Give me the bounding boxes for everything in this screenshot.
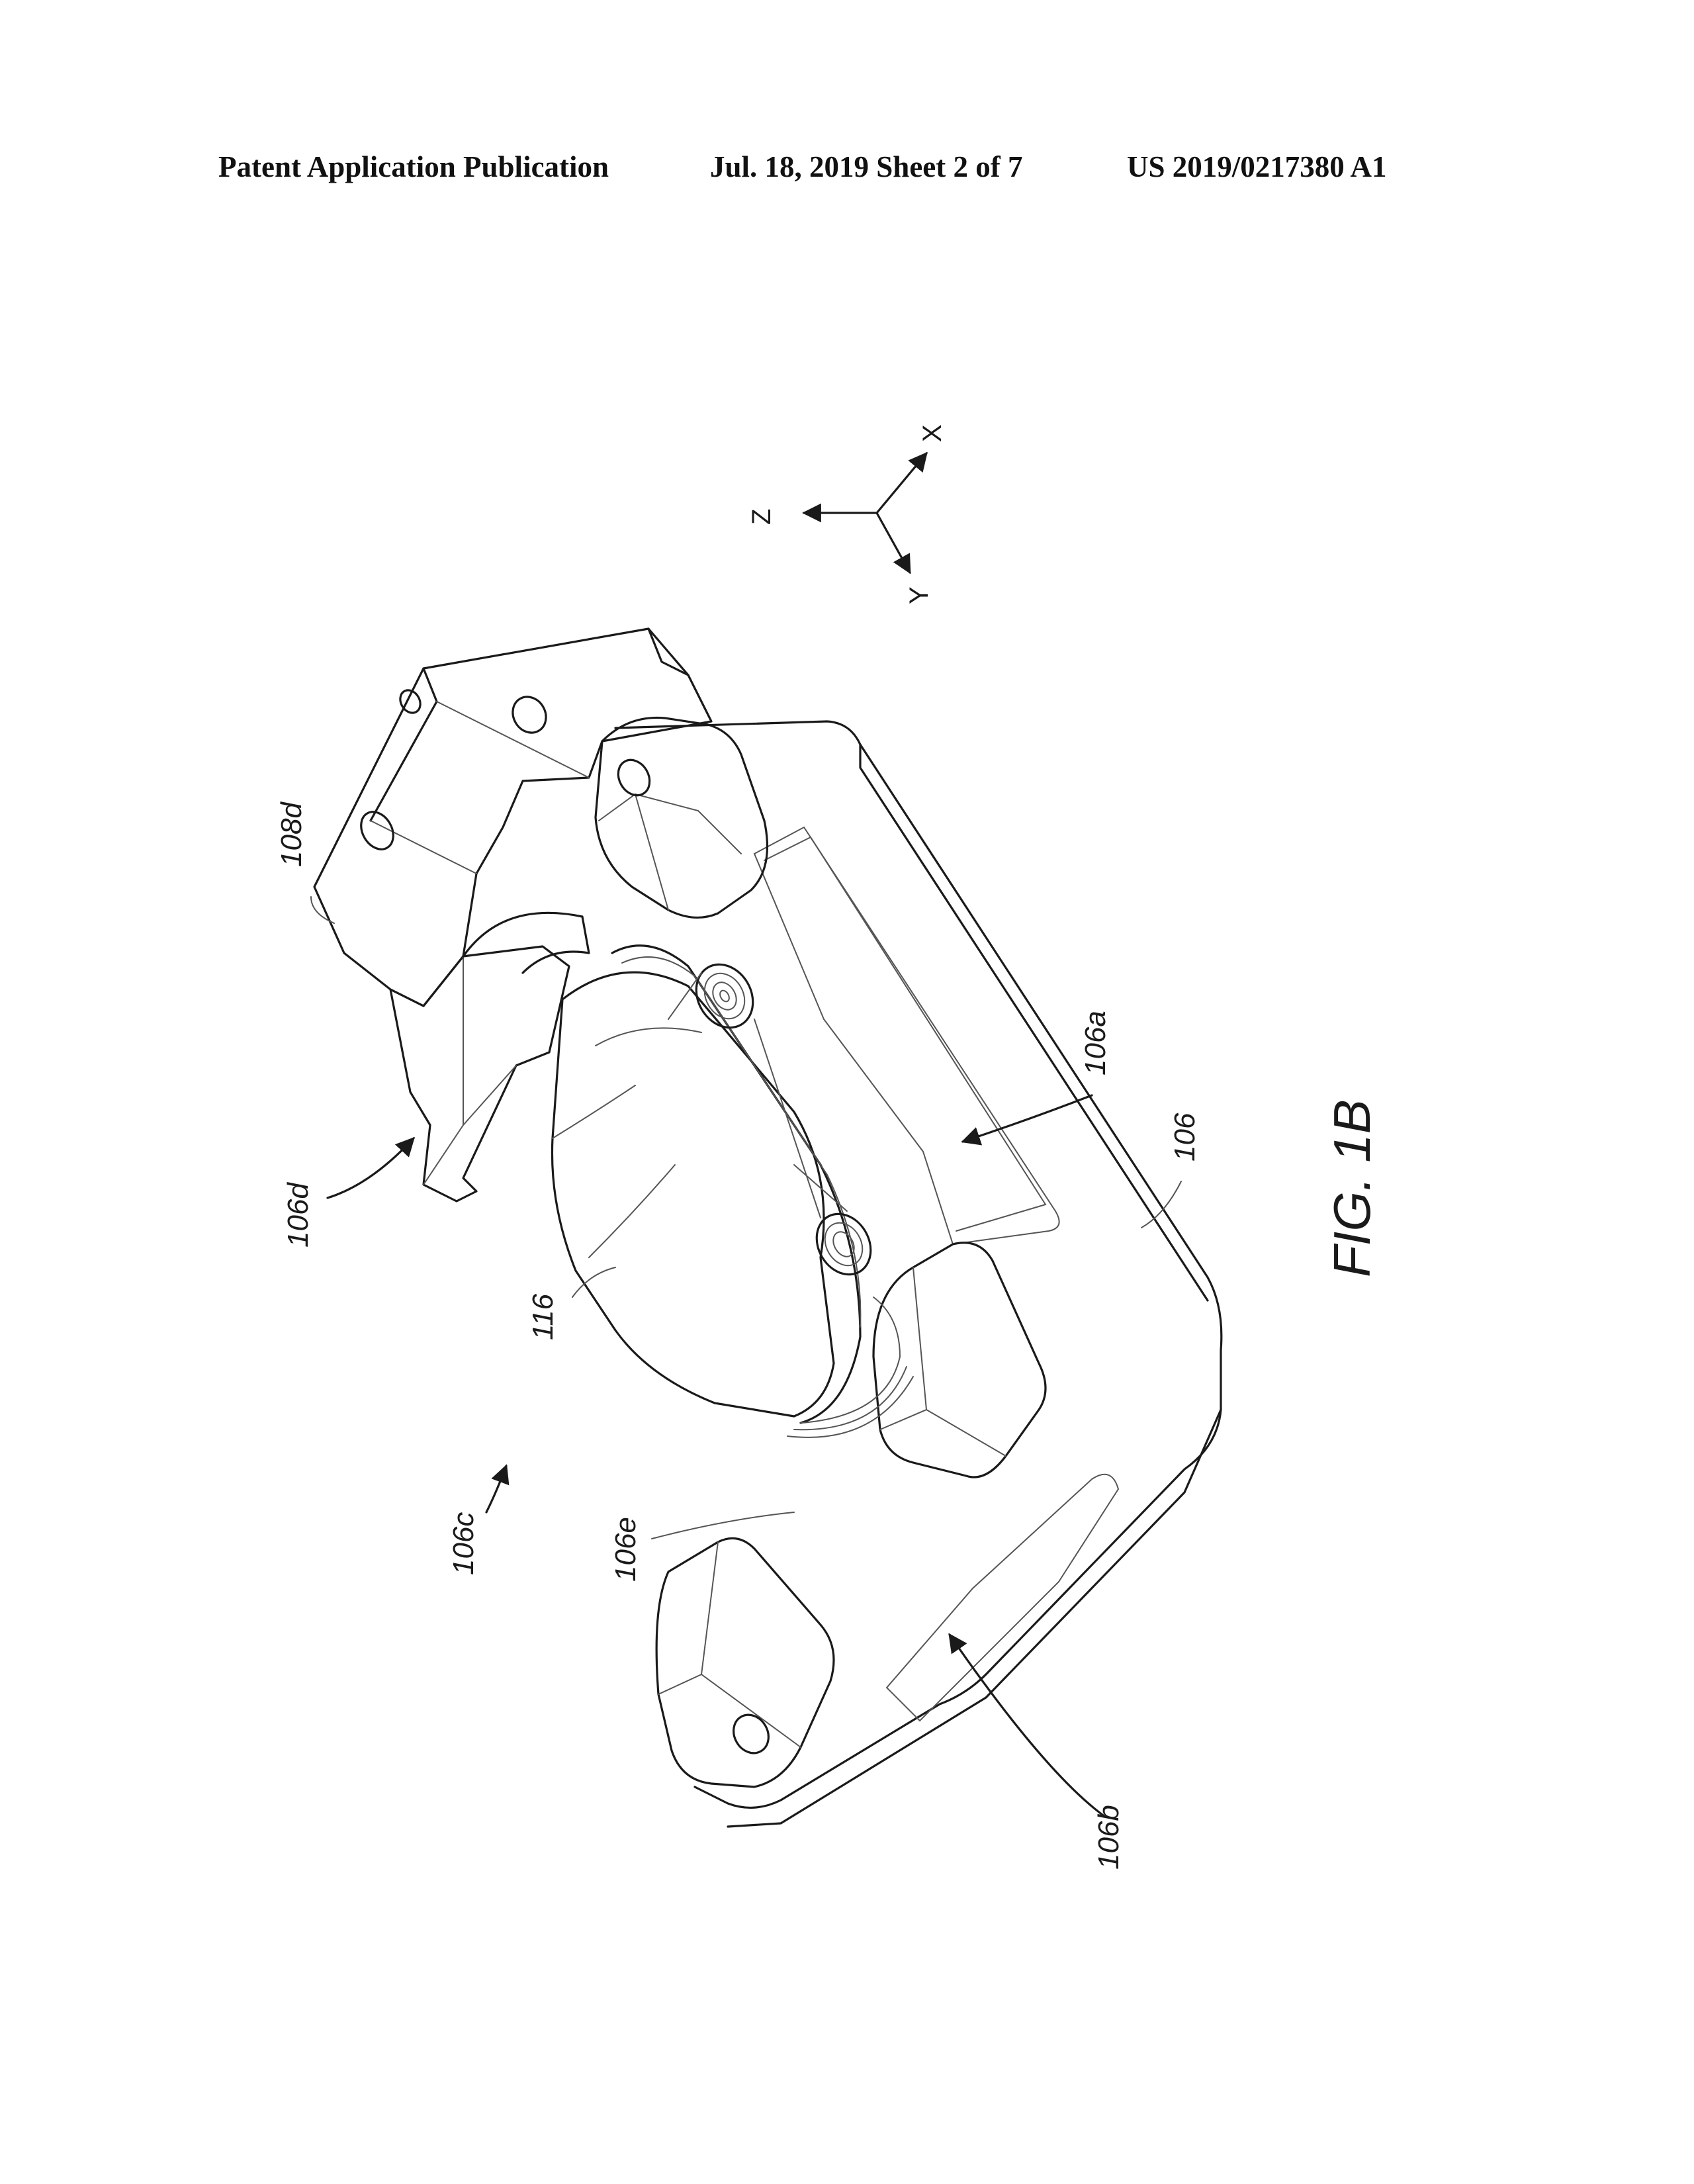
publication-number: US 2019/0217380 A1 <box>1127 150 1387 183</box>
electrode-upper <box>695 963 754 1029</box>
reference-numerals: 108d 106d 106a 106 116 106c 106e 106b <box>275 801 1201 1870</box>
ref-106c: 106c <box>447 1512 480 1575</box>
leader-116 <box>572 1267 616 1298</box>
pillar-mid-right <box>872 1242 1047 1479</box>
publication-date-sheet: Jul. 18, 2019 Sheet 2 of 7 <box>710 150 1023 183</box>
rear-block-106d <box>389 945 570 1203</box>
cradle-arch <box>462 911 590 974</box>
ref-106: 106 <box>1169 1113 1201 1161</box>
z-axis-label: Z <box>747 509 776 525</box>
publication-title: Patent Application Publication <box>218 150 609 183</box>
ref-116: 116 <box>527 1293 559 1340</box>
ref-106e: 106e <box>609 1517 642 1582</box>
recess-106a <box>753 826 1060 1246</box>
reference-leaders <box>310 896 1182 1818</box>
y-axis-label: Y <box>905 586 934 604</box>
ref-106a: 106a <box>1079 1011 1112 1075</box>
page-header: Patent Application Publication Jul. 18, … <box>0 147 1694 187</box>
leader-106c <box>485 1464 510 1514</box>
ref-106d: 106d <box>282 1182 314 1248</box>
ref-108d: 108d <box>275 801 308 867</box>
leader-106b <box>948 1633 1106 1818</box>
coordinate-axes: X Z Y <box>747 424 947 604</box>
pillar-bottom-left <box>655 1537 835 1788</box>
leader-108d <box>310 896 335 924</box>
electrode-lower <box>815 1212 872 1276</box>
leader-106e <box>651 1512 795 1539</box>
x-axis-arrow <box>875 451 928 514</box>
band-106e <box>611 944 862 1424</box>
y-axis-arrow <box>875 512 911 574</box>
leader-106a <box>961 1094 1093 1146</box>
recess-106b <box>885 1473 1120 1722</box>
cylinder-116 <box>551 971 835 1418</box>
x-axis-label: X <box>918 424 947 442</box>
figure-label: FIG. 1B <box>1323 1099 1381 1277</box>
pillar-top-right <box>594 716 769 919</box>
device-drawing <box>313 627 1223 1828</box>
leader-106 <box>1141 1181 1182 1228</box>
leader-106d <box>326 1136 415 1199</box>
ref-106b: 106b <box>1092 1805 1125 1870</box>
